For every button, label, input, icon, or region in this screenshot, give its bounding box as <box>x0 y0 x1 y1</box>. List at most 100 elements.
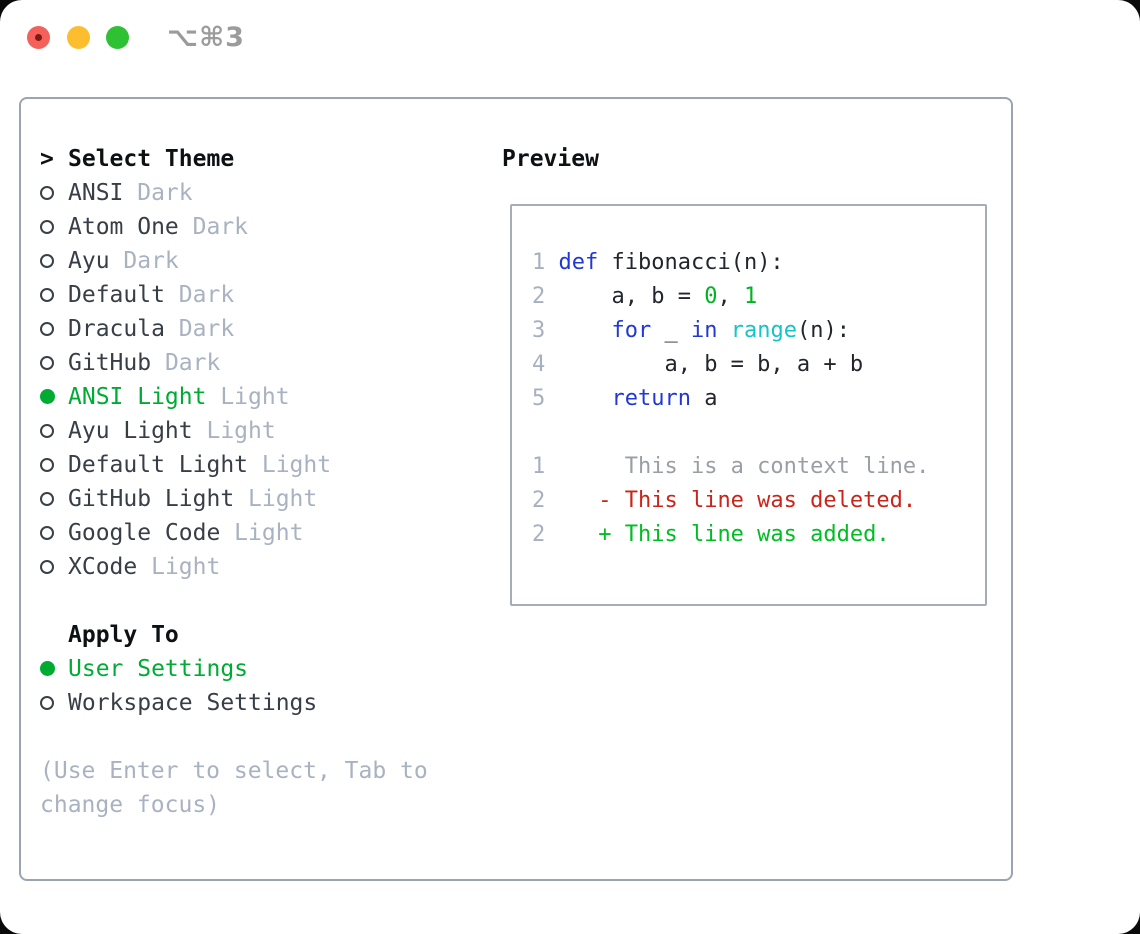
section-header: Select Theme <box>68 146 235 172</box>
radio-unselected-icon <box>40 254 54 268</box>
zoom-button[interactable] <box>106 26 129 49</box>
radio-icon <box>40 482 68 516</box>
radio-unselected-icon <box>40 696 54 710</box>
theme-variant-tag: Light <box>248 452 332 478</box>
radio-icon <box>40 210 68 244</box>
theme-variant-tag: Dark <box>151 350 221 376</box>
code-token: , <box>717 284 744 309</box>
line-number: 5 <box>532 386 546 411</box>
radio-icon <box>40 278 68 312</box>
radio-icon <box>40 448 68 482</box>
radio-unselected-icon <box>40 458 54 472</box>
radio-icon <box>40 686 68 720</box>
theme-variant-tag: Dark <box>178 214 249 240</box>
option-label: GitHub <box>68 350 152 376</box>
code-token <box>559 386 612 411</box>
theme-variant-tag: Light <box>137 554 221 580</box>
line-number: 2 <box>532 522 546 547</box>
option-label: XCode <box>68 554 138 580</box>
code-token: _ <box>651 318 691 343</box>
window-title: ⌥⌘3 <box>167 22 245 53</box>
radio-unselected-icon <box>40 356 54 370</box>
theme-option[interactable]: Dracula Dark <box>40 312 331 346</box>
code-token: a <box>690 386 718 411</box>
code-token: This is a context line. <box>558 454 930 479</box>
option-label: ANSI Light <box>68 384 207 410</box>
theme-variant-tag: Dark <box>164 282 235 308</box>
radio-unselected-icon <box>40 186 54 200</box>
code-preview: 1 def fibonacci(n): 2 a, b = 0, 1 3 for … <box>532 246 929 552</box>
hint-text: (Use Enter to select, Tab to change focu… <box>40 758 428 818</box>
code-token: return <box>611 386 691 411</box>
radio-unselected-icon <box>40 560 54 574</box>
code-token: a, b = <box>558 284 705 309</box>
theme-option[interactable]: Default Dark <box>40 278 331 312</box>
theme-option[interactable]: GitHub Light Light <box>40 482 331 516</box>
theme-option[interactable]: Ayu Light Light <box>40 414 331 448</box>
cursor-slot: > <box>40 142 68 176</box>
code-token <box>717 318 730 343</box>
option-label: Workspace Settings <box>68 690 318 716</box>
line-number: 4 <box>532 352 546 377</box>
theme-option[interactable]: ANSI Dark <box>40 176 331 210</box>
line-number: 2 <box>532 488 546 513</box>
preview-heading: Preview <box>502 146 599 172</box>
code-token: 0 <box>704 284 718 309</box>
section-header: Apply To <box>68 622 179 648</box>
theme-variant-tag: Light <box>206 384 290 410</box>
theme-variant-tag: Dark <box>164 316 235 342</box>
theme-option[interactable]: Ayu Dark <box>40 244 331 278</box>
radio-icon <box>40 652 68 686</box>
code-token: 1 <box>743 284 758 309</box>
code-token: fibonacci(n): <box>598 250 784 275</box>
theme-option[interactable]: GitHub Dark <box>40 346 331 380</box>
option-label: Default Light <box>68 452 249 478</box>
theme-option[interactable]: Atom One Dark <box>40 210 331 244</box>
option-label: Google Code <box>68 520 221 546</box>
apply-to-option[interactable]: User Settings <box>40 652 317 686</box>
code-token: - This line was deleted. <box>558 488 917 513</box>
theme-option[interactable]: Google Code Light <box>40 516 331 550</box>
radio-icon <box>40 414 68 448</box>
radio-unselected-icon <box>40 220 54 234</box>
theme-list-header: > Select Theme <box>40 142 331 176</box>
radio-icon <box>40 380 68 414</box>
radio-icon <box>40 516 68 550</box>
radio-unselected-icon <box>40 492 54 506</box>
line-number: 1 <box>532 454 546 479</box>
theme-variant-tag: Light <box>220 520 304 546</box>
option-label: Atom One <box>68 214 179 240</box>
radio-unselected-icon <box>40 322 54 336</box>
theme-option[interactable]: Default Light Light <box>40 448 331 482</box>
code-token: + This line was added. <box>558 522 890 547</box>
line-number: 2 <box>532 284 546 309</box>
theme-variant-tag: Light <box>234 486 318 512</box>
theme-option[interactable]: XCode Light <box>40 550 331 584</box>
option-label: GitHub Light <box>68 486 235 512</box>
theme-variant-tag: Light <box>192 418 276 444</box>
theme-variant-tag: Dark <box>109 248 179 274</box>
code-token: def <box>558 250 599 275</box>
code-token: in <box>690 318 718 343</box>
minimize-button[interactable] <box>67 26 90 49</box>
option-label: Default <box>68 282 165 308</box>
option-label: Ayu <box>68 248 110 274</box>
option-label: Ayu Light <box>68 418 193 444</box>
radio-icon <box>40 346 68 380</box>
line-number: 3 <box>532 318 546 343</box>
code-token: (n): <box>796 318 850 343</box>
close-button[interactable] <box>27 26 50 49</box>
radio-icon <box>40 312 68 346</box>
selection-cursor-icon: > <box>40 146 54 172</box>
radio-selected-icon <box>40 661 55 676</box>
apply-to-option[interactable]: Workspace Settings <box>40 686 317 720</box>
apply-to-header: Apply To <box>40 618 317 652</box>
radio-unselected-icon <box>40 424 54 438</box>
code-token <box>559 318 612 343</box>
theme-option[interactable]: ANSI Light Light <box>40 380 331 414</box>
theme-variant-tag: Dark <box>123 180 193 206</box>
